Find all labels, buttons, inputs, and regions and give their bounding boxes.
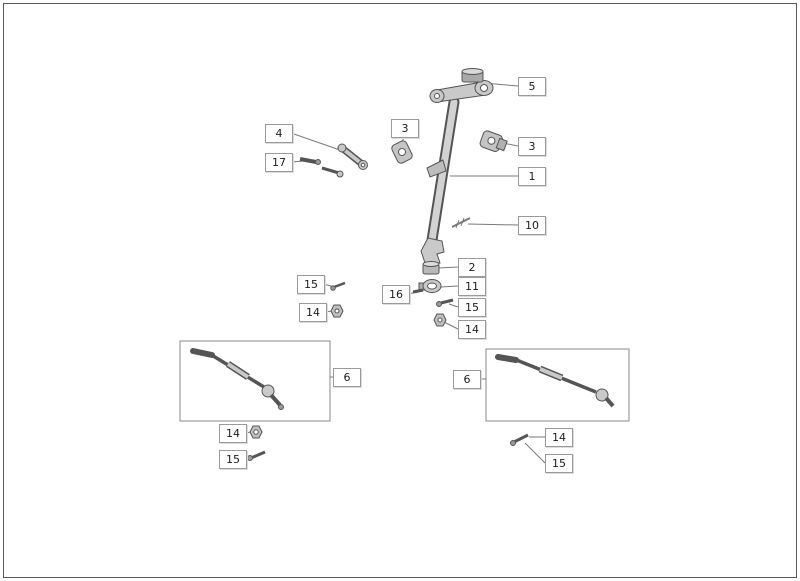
callout-14-mid-left: 14 — [299, 303, 327, 322]
callout-3-right: 3 — [518, 137, 546, 156]
part-14-nut-right — [433, 313, 447, 327]
part-10-pin — [451, 217, 471, 229]
callout-11: 11 — [458, 277, 486, 296]
part-4-lever — [337, 143, 368, 170]
callout-3-upper: 3 — [391, 119, 419, 138]
callout-1: 1 — [518, 167, 546, 186]
callout-14-bottom-right: 14 — [545, 428, 573, 447]
part-3-left-clamp — [391, 140, 413, 164]
callout-4: 4 — [265, 124, 293, 143]
tie-rod-box-left — [179, 340, 331, 422]
callout-17: 17 — [265, 153, 293, 172]
tie-rod-box-right — [485, 348, 630, 422]
callout-5: 5 — [518, 77, 546, 96]
callout-15-bottom-left: 15 — [219, 450, 247, 469]
callout-16: 16 — [382, 285, 410, 304]
callout-14-bottom-left: 14 — [219, 424, 247, 443]
callout-15-mid-right: 15 — [458, 298, 486, 317]
part-15-screw-right — [436, 298, 454, 307]
callout-2: 2 — [458, 258, 486, 277]
part-14-nut-left — [330, 304, 344, 318]
part-17-bolt — [299, 157, 344, 178]
part-15-screw-left — [330, 281, 346, 291]
callout-6-right: 6 — [453, 370, 481, 389]
upper-bracket — [429, 80, 494, 103]
part-15-screw-bottom-left — [247, 450, 266, 461]
callout-15-bottom-right: 15 — [545, 454, 573, 473]
part-5-bushing — [461, 68, 484, 83]
part-2-bushing — [422, 261, 440, 275]
part-14-nut-bottom-left — [249, 425, 263, 439]
part-16-bolt — [412, 288, 424, 294]
part-11-clamp — [418, 279, 442, 293]
callout-10: 10 — [518, 216, 546, 235]
callout-6-left: 6 — [333, 368, 361, 387]
callout-14-mid-right: 14 — [458, 320, 486, 339]
part-3-right-clamp — [479, 130, 508, 152]
part-screw-bottom-right — [510, 433, 529, 446]
steering-column-shaft — [426, 96, 460, 246]
callout-15-mid-left: 15 — [297, 275, 325, 294]
